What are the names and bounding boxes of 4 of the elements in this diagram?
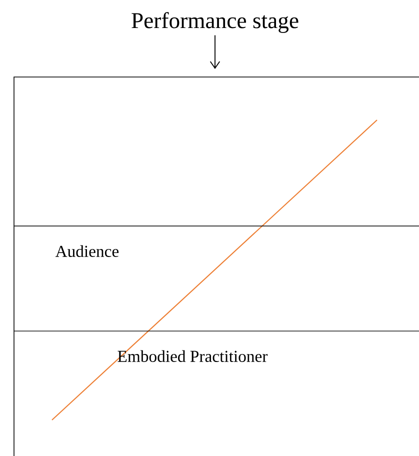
band: Audience — [14, 226, 419, 257]
arrow — [210, 34, 220, 69]
stage-box — [14, 76, 419, 456]
stage-title: Performance stage — [132, 12, 298, 33]
